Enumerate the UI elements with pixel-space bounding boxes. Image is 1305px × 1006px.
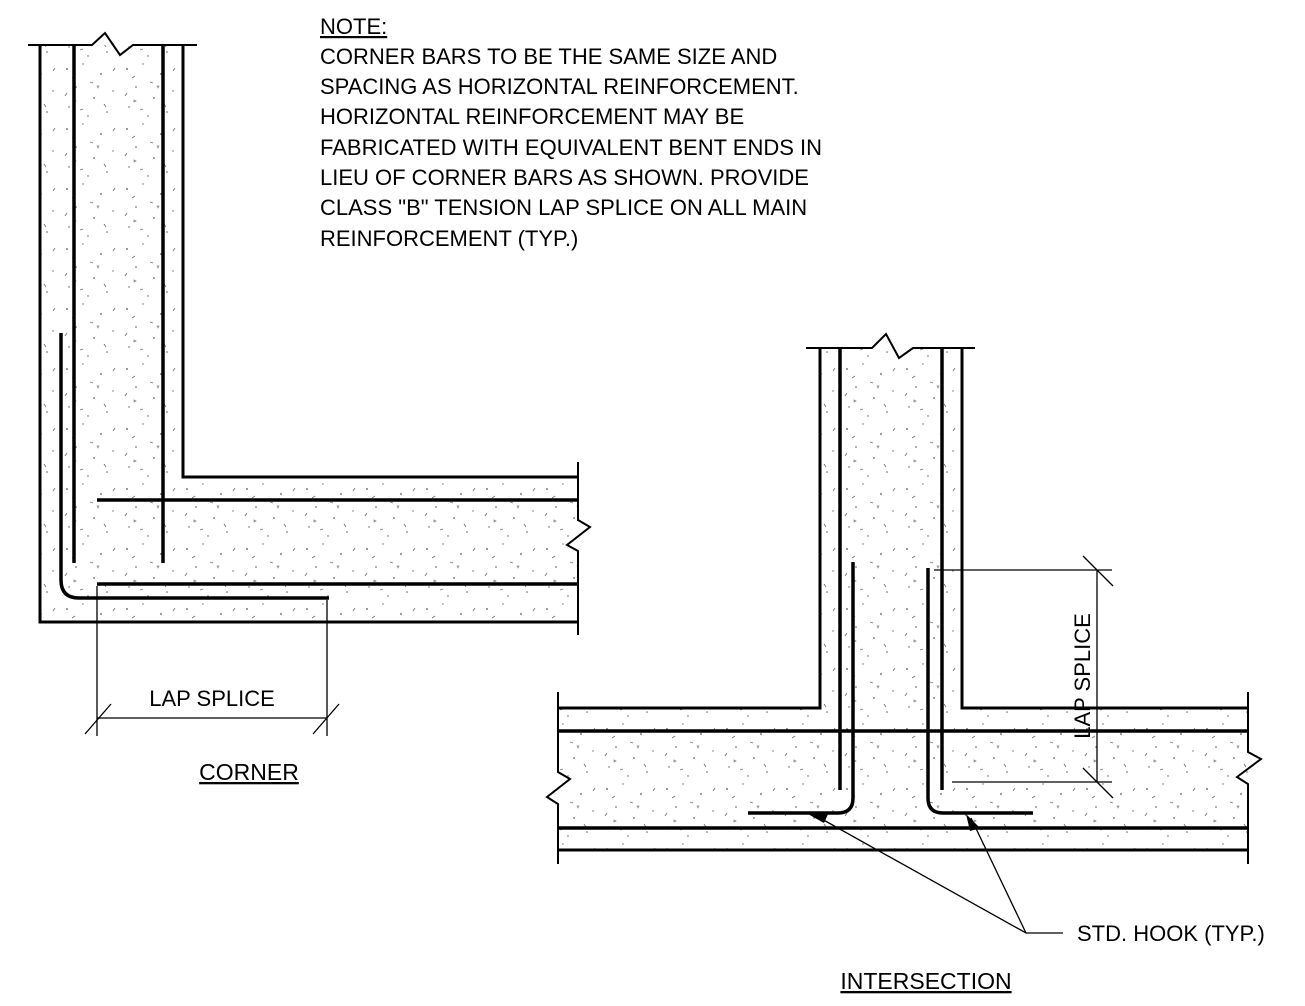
hook-arrowhead bbox=[808, 812, 829, 823]
hook-arrowhead bbox=[966, 814, 980, 831]
intersection-concrete-fill bbox=[558, 348, 1248, 850]
note-line: SPACING AS HORIZONTAL REINFORCEMENT. bbox=[320, 74, 799, 99]
note-block: NOTE: CORNER BARS TO BE THE SAME SIZE AN… bbox=[320, 14, 822, 251]
note-line: CORNER BARS TO BE THE SAME SIZE AND bbox=[320, 44, 777, 69]
intersection-stem-outline bbox=[558, 348, 1248, 710]
note-title: NOTE: bbox=[320, 14, 387, 39]
intersection-hooked-bar bbox=[926, 568, 1033, 815]
intersection-top-break-line bbox=[806, 332, 975, 360]
intersection-lap-tick bbox=[1082, 767, 1114, 799]
note-line: HORIZONTAL REINFORCEMENT MAY BE bbox=[320, 104, 744, 129]
intersection-lap-tick bbox=[1082, 555, 1114, 587]
corner-lap-tick bbox=[84, 703, 112, 735]
corner-right-break-line bbox=[565, 462, 592, 635]
hook-leader-line bbox=[970, 817, 1027, 934]
corner-top-break-line bbox=[28, 31, 197, 57]
note-line: LIEU OF CORNER BARS AS SHOWN. PROVIDE bbox=[320, 165, 809, 190]
corner-wall-outline bbox=[38, 45, 578, 624]
intersection-detail: LAP SPLICE STD. HOOK (TYP.) INTERSECTION bbox=[545, 332, 1265, 994]
intersection-hooked-bar bbox=[748, 562, 855, 815]
intersection-right-break-line bbox=[1235, 692, 1263, 864]
corner-detail: LAP SPLICE CORNER bbox=[28, 31, 592, 785]
note-line: REINFORCEMENT (TYP.) bbox=[320, 226, 578, 251]
corner-bar bbox=[59, 333, 329, 600]
corner-title: CORNER bbox=[199, 759, 299, 785]
intersection-title: INTERSECTION bbox=[840, 968, 1011, 994]
intersection-left-break-line bbox=[545, 692, 572, 864]
note-line: CLASS "B" TENSION LAP SPLICE ON ALL MAIN bbox=[320, 195, 807, 220]
corner-lap-tick bbox=[312, 703, 340, 735]
intersection-lap-splice-label: LAP SPLICE bbox=[1070, 613, 1095, 739]
corner-concrete-fill bbox=[40, 45, 578, 622]
hook-label: STD. HOOK (TYP.) bbox=[1077, 921, 1265, 946]
corner-lap-splice-label: LAP SPLICE bbox=[149, 686, 275, 711]
note-line: FABRICATED WITH EQUIVALENT BENT ENDS IN bbox=[320, 135, 822, 160]
